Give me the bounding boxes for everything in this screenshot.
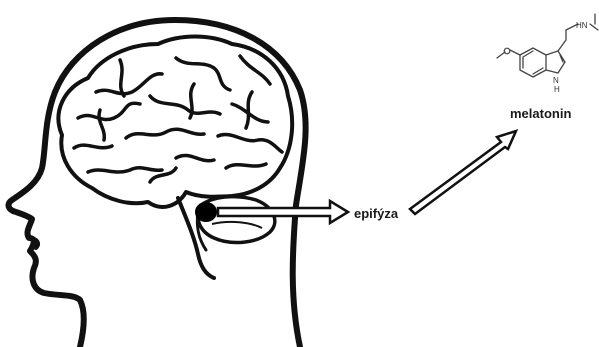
label-epifyza: epifýza — [354, 206, 399, 221]
pineal-gland-dot — [195, 202, 217, 222]
acetyl-group — [590, 14, 598, 30]
amine-label: HN — [576, 21, 588, 30]
ethyl-chain — [558, 24, 578, 51]
ring-h-label: H — [554, 85, 560, 94]
brain-outline — [58, 37, 292, 207]
methoxy-oxygen — [504, 48, 510, 54]
ring-n-label: N — [553, 76, 559, 85]
benzene-ring — [520, 48, 546, 77]
pyrrole-ring — [546, 51, 565, 73]
label-melatonin: melatonin — [510, 106, 571, 121]
arrow-to-melatonin — [410, 131, 516, 214]
arrow-to-epifyza — [218, 201, 348, 223]
